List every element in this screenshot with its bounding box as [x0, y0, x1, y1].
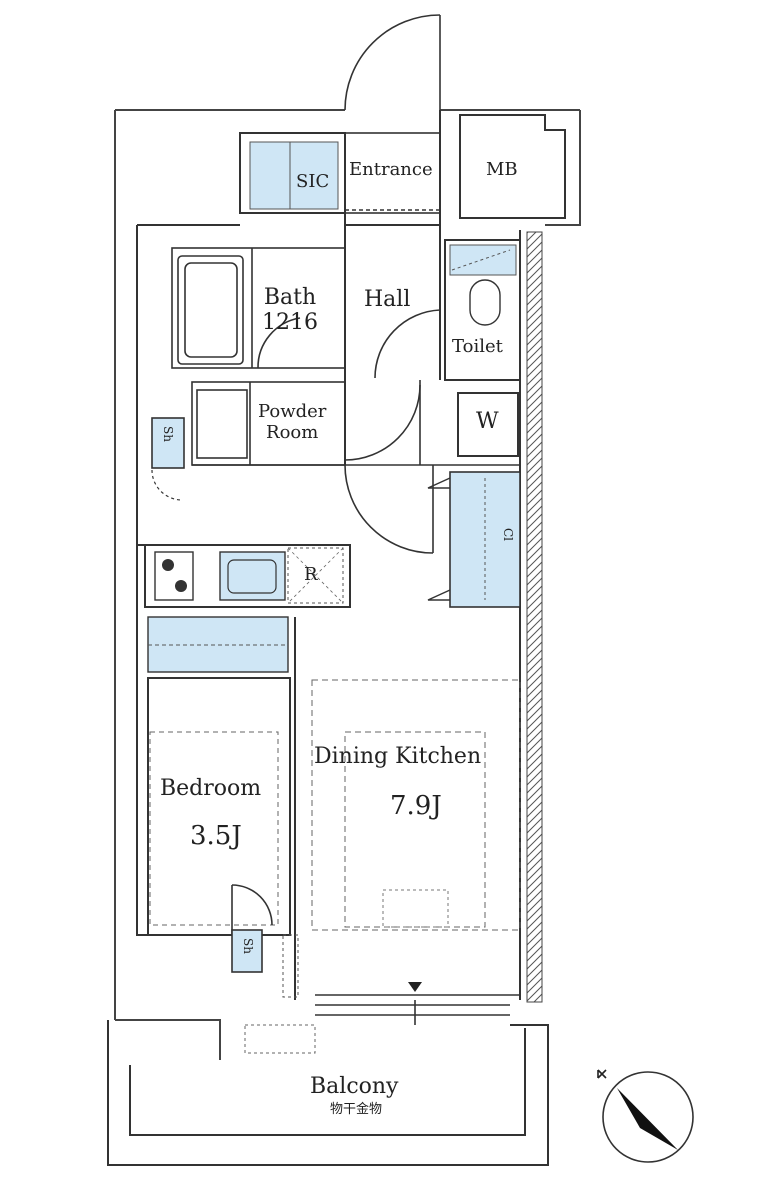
bath-label: Bath 1216: [262, 285, 318, 336]
bedroom-door: [231, 884, 273, 935]
mb-label: MB: [486, 159, 518, 180]
washer-space: [457, 392, 519, 457]
entrance-door: [344, 14, 441, 111]
dining-kitchen-size: 7.9J: [390, 791, 442, 821]
powder-room-label: Powder Room: [258, 401, 327, 443]
bedroom-size: 3.5J: [190, 821, 242, 851]
building-outline: [114, 109, 581, 1060]
shoe-box-upper: [151, 417, 185, 501]
living-door: [344, 464, 434, 554]
w-label: W: [476, 409, 499, 434]
bath-size: 1216: [262, 310, 318, 336]
ac-outdoor-unit: [244, 1024, 316, 1054]
kitchen-counter: [144, 544, 351, 608]
mb-box: [459, 114, 566, 219]
balcony-sublabel: 物干金物: [330, 1102, 383, 1117]
powder-room-door: [344, 380, 421, 465]
dining-kitchen-name: Dining Kitchen: [314, 744, 482, 769]
powder-line1: Powder: [258, 401, 327, 422]
exterior-wall-hatch: [526, 231, 543, 1003]
r-label: R: [304, 564, 318, 585]
sh-lower-label: Sh: [240, 938, 255, 954]
sh-upper-label: Sh: [160, 426, 175, 442]
storage-lower: [231, 929, 263, 973]
hall-door: [374, 309, 441, 379]
balcony-label: Balcony: [310, 1074, 399, 1099]
balcony-window: [315, 994, 520, 1025]
toilet-room: [444, 239, 521, 381]
ac-unit-indicator: [282, 934, 299, 998]
hall-label: Hall: [364, 287, 411, 312]
overhead-cabinet: [147, 616, 289, 673]
sic-storage: [239, 132, 346, 214]
entrance-label: Entrance: [349, 159, 433, 180]
bathroom: [171, 247, 346, 369]
powder-line2: Room: [266, 421, 319, 443]
bath-name: Bath: [263, 285, 317, 310]
sic-label: SIC: [296, 171, 330, 192]
closet: [427, 471, 521, 608]
entry-marker-icon: [408, 982, 422, 992]
bedroom-walls: [147, 617, 296, 1000]
north-arrow-icon: [597, 1069, 694, 1163]
toilet-label: Toilet: [452, 336, 503, 357]
table-hint: [382, 889, 449, 928]
bedroom-name: Bedroom: [160, 776, 262, 801]
balcony-area: [107, 1020, 549, 1166]
closet-label: Cl: [500, 528, 515, 542]
bed-outline: [149, 731, 279, 926]
